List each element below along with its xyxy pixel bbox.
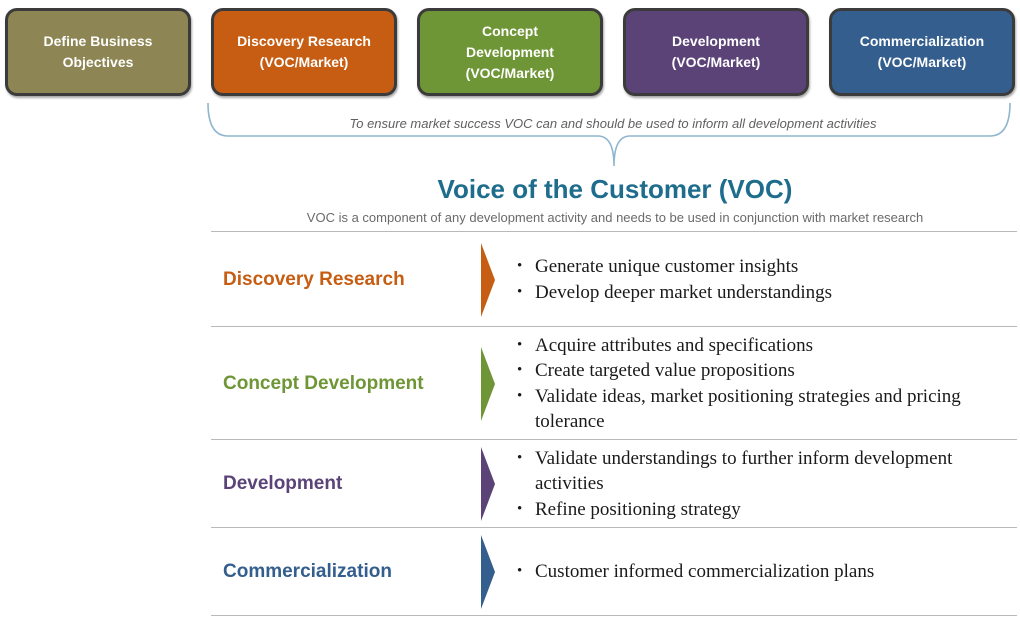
voc-row-commercialization: Commercialization Customer informed comm… (211, 527, 1017, 616)
row-bullets: Generate unique customer insights Develo… (517, 232, 1011, 327)
page-subtitle: VOC is a component of any development ac… (306, 210, 924, 225)
stage-line: (VOC/Market) (465, 64, 555, 81)
row-bullets: Validate understandings to further infor… (517, 440, 1011, 528)
stage-line: Concept (482, 22, 538, 39)
bullet-item: Generate unique customer insights (517, 254, 1011, 280)
bullet-item: Develop deeper market understandings (517, 280, 1011, 306)
voc-row-discovery-research: Discovery Research Generate unique custo… (211, 231, 1017, 327)
voc-row-development: Development Validate understandings to f… (211, 439, 1017, 528)
stage-box-commercialization: Commercialization (VOC/Market) (829, 8, 1015, 96)
brace-connector (207, 102, 1011, 167)
row-label: Development (223, 473, 343, 494)
stage-line: Discovery Research (237, 33, 371, 49)
voc-row-concept-development: Concept Development Acquire attributes a… (211, 326, 1017, 440)
bullet-item: Customer informed commercialization plan… (517, 559, 1011, 585)
row-bullets: Acquire attributes and specifications Cr… (517, 327, 1011, 440)
bullet-item: Validate understandings to further infor… (517, 446, 1011, 497)
page-title: Voice of the Customer (VOC) (437, 174, 793, 204)
stage-line: Commercialization (859, 33, 985, 49)
stage-line: Development (672, 33, 760, 49)
brace-caption: To ensure market success VOC can and sho… (349, 116, 877, 131)
bullet-item: Refine positioning strategy (517, 497, 1011, 523)
stage-box-discovery-research: Discovery Research (VOC/Market) (211, 8, 397, 96)
chevron-right-icon (481, 347, 495, 421)
stage-box-concept-development: Concept Development (VOC/Market) (417, 8, 603, 96)
stage-line: (VOC/Market) (877, 54, 967, 70)
stage-flow: Define Business Objectives Discovery Res… (0, 8, 1015, 96)
stage-box-define-business-objectives: Define Business Objectives (5, 8, 191, 96)
row-label: Discovery Research (223, 268, 405, 290)
row-label: Concept Development (223, 372, 424, 394)
bullet-item: Acquire attributes and specifications (517, 333, 1011, 359)
chevron-right-icon (481, 535, 495, 609)
chevron-right-icon (481, 447, 495, 521)
stage-line: (VOC/Market) (671, 54, 761, 70)
row-bullets: Customer informed commercialization plan… (517, 528, 1011, 615)
stage-box-development: Development (VOC/Market) (623, 8, 809, 96)
stage-line: Objectives (62, 54, 134, 70)
bullet-item: Validate ideas, market positioning strat… (517, 384, 1011, 435)
row-label: Commercialization (223, 560, 392, 582)
bullet-item: Create targeted value propositions (517, 358, 1011, 384)
chevron-right-icon (481, 243, 495, 317)
stage-line: (VOC/Market) (259, 54, 349, 70)
stage-line: Development (466, 43, 554, 60)
stage-line: Define Business (43, 33, 153, 49)
